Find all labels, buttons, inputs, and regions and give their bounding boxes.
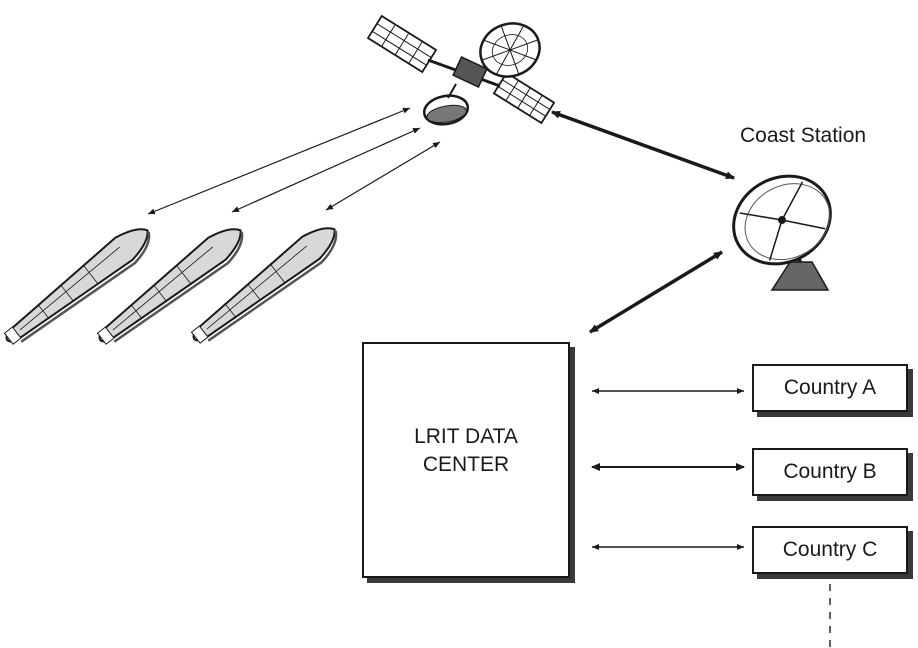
coast-station-label: Coast Station [740,124,867,147]
data-center-label: LRIT DATA CENTER [391,423,541,479]
country-b-label: Country B [783,460,877,483]
data-center-label-line2: CENTER [422,453,510,476]
ship-icon [96,228,244,345]
country-a-label: Country A [783,376,877,399]
data-center-label-line1: LRIT DATA [414,425,518,448]
lrit-data-center-box: LRIT DATA CENTER [362,342,570,578]
country-c-label: Country C [782,538,878,561]
arrow-satellite-coast-station [551,110,735,180]
country-b-box: Country B [752,448,908,496]
ship-icon [190,227,338,344]
satellite-icon [366,14,556,126]
ship-icon [3,228,151,345]
satellite-dish-icon [732,174,832,291]
arrow-ship-1-satellite [147,107,411,215]
arrow-ship-3-satellite [325,141,441,211]
ships-group [3,227,338,345]
arrow-coast-station-data-center [589,250,723,334]
country-c-box: Country C [752,526,908,574]
ship-satellite-links [147,107,441,215]
arrow-ship-2-satellite [231,127,421,213]
country-a-box: Country A [752,364,908,412]
